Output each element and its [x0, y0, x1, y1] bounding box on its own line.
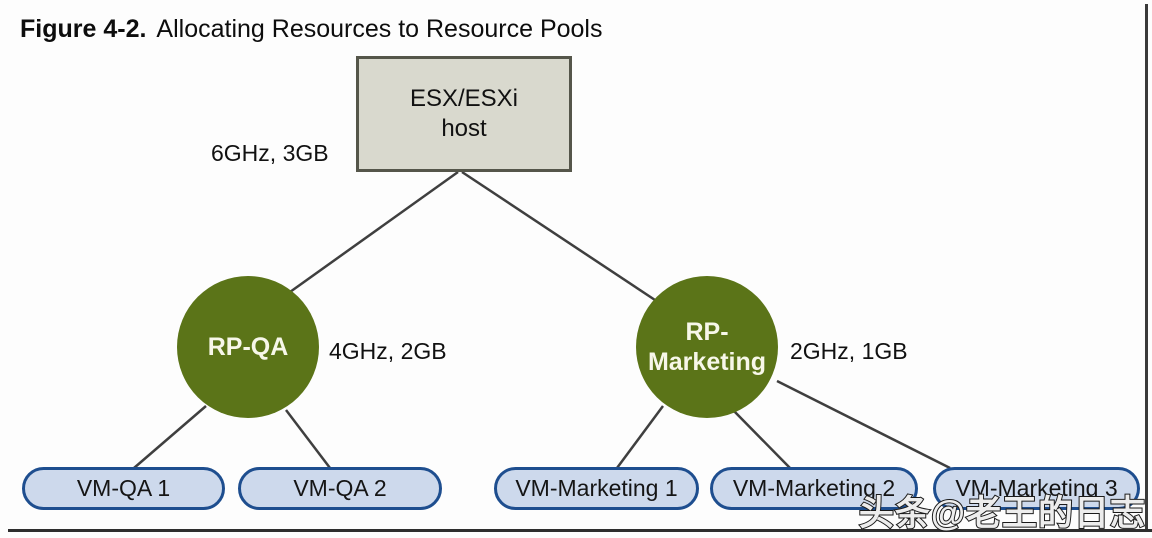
node-vm-qa-1: VM-QA 1 [22, 467, 225, 510]
node-vm-marketing-1: VM-Marketing 1 [494, 467, 699, 510]
host-label-line2: host [441, 115, 487, 142]
page-edge-bottom [8, 529, 1152, 532]
rp-qa-resources-label: 4GHz, 2GB [329, 338, 447, 364]
figure-title: Figure 4-2. Allocating Resources to Resou… [20, 15, 602, 44]
rp-qa-label: RP-QA [207, 333, 289, 361]
host-resources-label: 6GHz, 3GB [211, 140, 329, 166]
host-label-line1: ESX/ESXi [409, 85, 519, 112]
rp-marketing-label-line2: Marketing [647, 348, 767, 376]
figure-number: Figure 4-2. [20, 15, 147, 43]
page-edge-right [1145, 4, 1148, 531]
node-esx-host: ESX/ESXi host [356, 56, 572, 172]
node-vm-qa-2: VM-QA 2 [238, 467, 442, 510]
figure-caption: Allocating Resources to Resource Pools [156, 15, 603, 43]
rp-marketing-label-line1: RP- [685, 318, 729, 346]
node-rp-marketing: RP- Marketing [636, 276, 778, 418]
rp-marketing-resources-label: 2GHz, 1GB [790, 338, 908, 364]
node-vm-marketing-3: VM-Marketing 3 [933, 467, 1140, 510]
node-rp-qa: RP-QA [177, 276, 319, 418]
node-vm-marketing-2: VM-Marketing 2 [710, 467, 918, 510]
watermark-text: 头条@老王的日志 [858, 493, 1146, 534]
